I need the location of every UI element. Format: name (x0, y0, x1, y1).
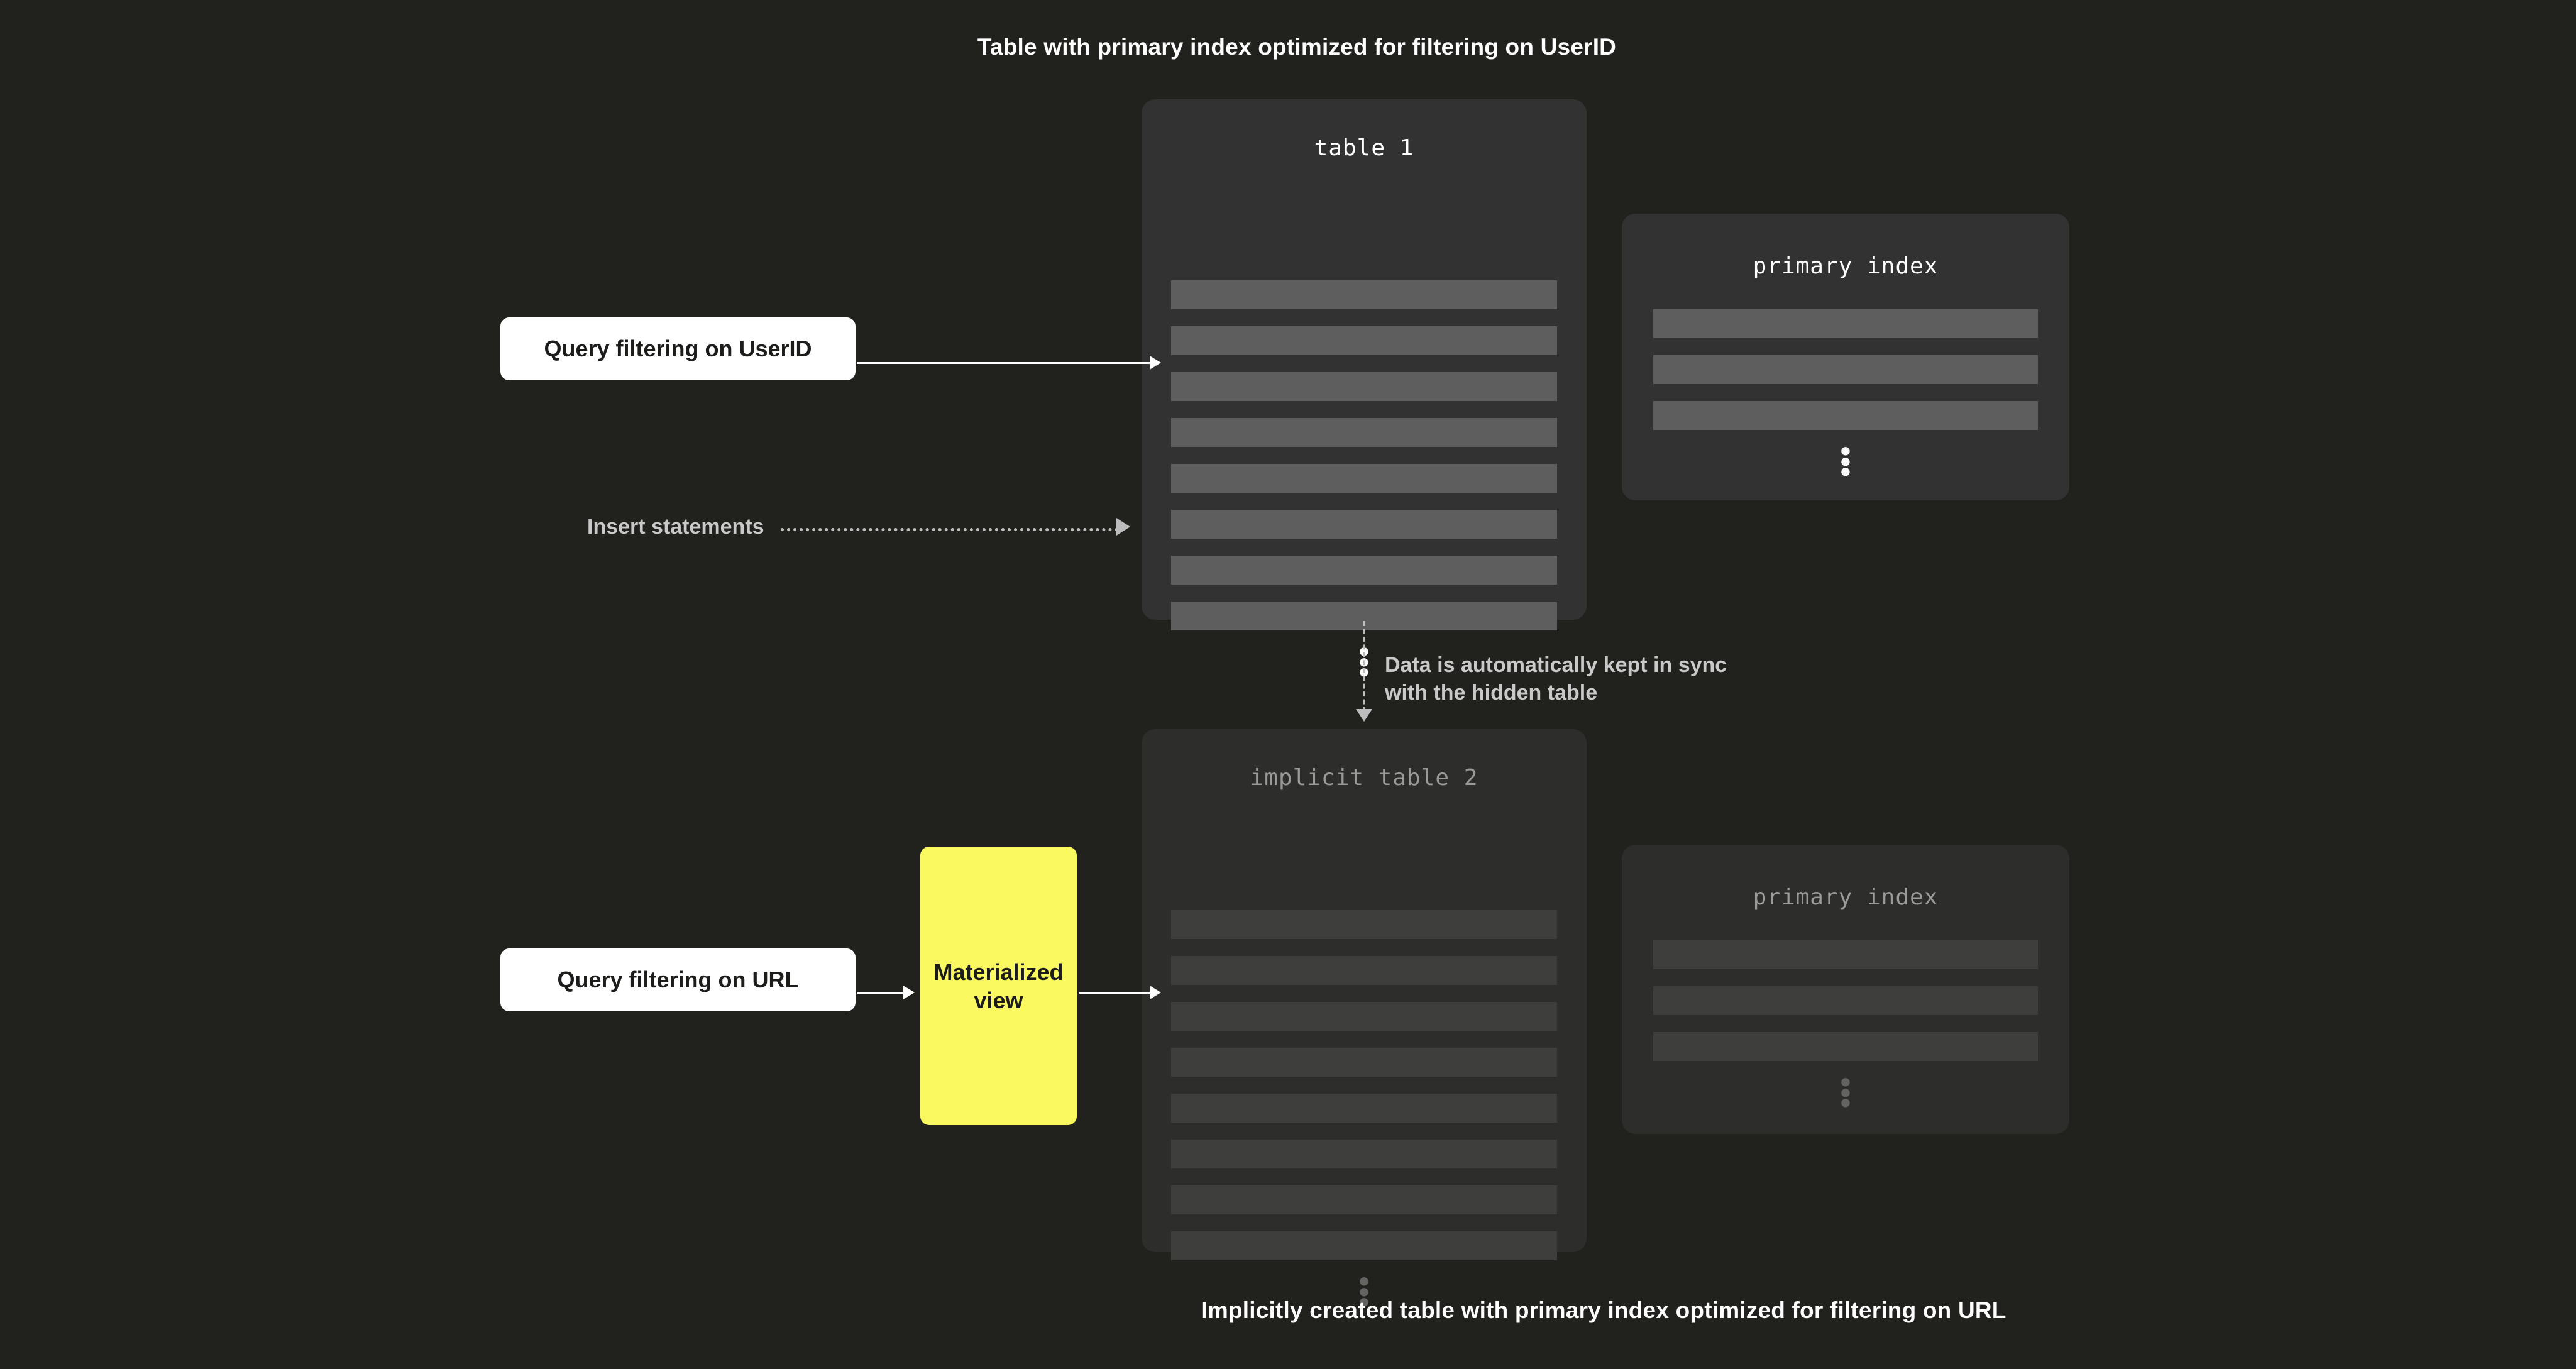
index-row (1653, 1032, 2038, 1061)
table-row (1171, 556, 1557, 585)
primary-index-top-title: primary index (1753, 253, 1939, 279)
sync-arrow-head-icon (1356, 709, 1372, 722)
vertical-ellipsis-icon: ••• (1355, 1265, 1373, 1321)
index-row (1653, 986, 2038, 1015)
top-caption: Table with primary index optimized for f… (977, 34, 1617, 60)
arrow-mview-to-table2-head-icon (1150, 986, 1161, 999)
primary-index-bottom-panel: primary index ••• (1622, 845, 2069, 1134)
index-row (1653, 940, 2038, 969)
arrow-query-userid-to-table1-line (857, 362, 1152, 364)
insert-statements-arrow-head-icon (1116, 518, 1130, 536)
table-row (1171, 372, 1557, 401)
table-row (1171, 326, 1557, 355)
table-row (1171, 1231, 1557, 1260)
table-row (1171, 910, 1557, 939)
vertical-ellipsis-icon: ••• (1837, 1066, 1854, 1121)
primary-index-bottom-rows: ••• (1622, 940, 2069, 1121)
table-row (1171, 464, 1557, 493)
table-row (1171, 1185, 1557, 1214)
implicit-table-2-rows: ••• (1142, 910, 1587, 1321)
table-row (1171, 1094, 1557, 1123)
index-row (1653, 355, 2038, 384)
vertical-ellipsis-icon: ••• (1837, 435, 1854, 490)
table-row (1171, 1140, 1557, 1168)
sync-note-label: Data is automatically kept in sync with … (1385, 653, 1727, 705)
primary-index-top-rows: ••• (1622, 309, 2069, 490)
sync-dashed-line (1363, 621, 1365, 712)
primary-index-bottom-title: primary index (1753, 884, 1939, 910)
primary-index-top-panel: primary index ••• (1622, 214, 2069, 500)
table-row (1171, 280, 1557, 309)
insert-statements-dashed-line (781, 528, 1118, 531)
table-1-rows: ••• (1142, 280, 1587, 687)
insert-statements-label: Insert statements (587, 515, 764, 539)
implicit-table-2-panel: implicit table 2 ••• (1142, 729, 1587, 1317)
arrow-query-userid-to-table1-head-icon (1150, 356, 1161, 370)
table-row (1171, 418, 1557, 447)
arrow-mview-to-table2-line (1079, 992, 1152, 994)
implicit-table-2-title: implicit table 2 (1250, 765, 1478, 791)
table-row (1171, 510, 1557, 539)
bottom-caption: Implicitly created table with primary in… (1201, 1297, 2006, 1323)
query-filtering-userid-box[interactable]: Query filtering on UserID (500, 317, 856, 380)
index-row (1653, 309, 2038, 338)
table-1-title: table 1 (1314, 135, 1414, 161)
query-filtering-url-box[interactable]: Query filtering on URL (500, 948, 856, 1011)
table-1-panel: table 1 ••• (1142, 99, 1587, 687)
materialized-view-box[interactable]: Materialized view (920, 847, 1077, 1125)
table-row (1171, 1002, 1557, 1031)
arrow-query-url-to-mview-line (857, 992, 906, 994)
arrow-query-url-to-mview-head-icon (903, 986, 915, 999)
index-row (1653, 401, 2038, 430)
table-row (1171, 1048, 1557, 1077)
table-row (1171, 956, 1557, 985)
